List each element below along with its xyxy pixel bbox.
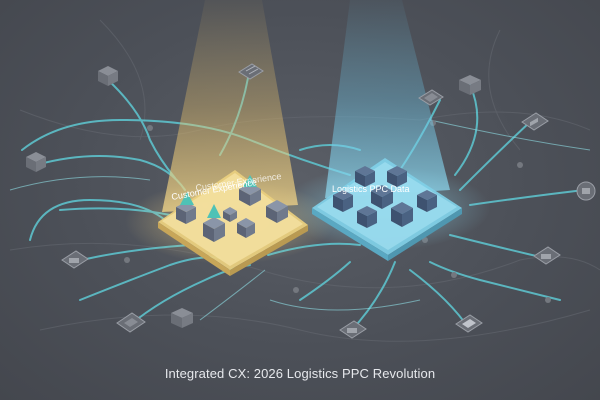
box-icon	[459, 75, 481, 95]
network-lines-thin	[9, 119, 591, 321]
truck-icon	[533, 246, 561, 265]
laptop-icon	[521, 112, 549, 131]
block-cube	[387, 166, 407, 187]
right-light-beam	[325, 0, 450, 198]
block-cube	[355, 166, 375, 187]
left-light-beam	[162, 0, 298, 212]
box-icon	[171, 308, 193, 328]
block-cube	[371, 185, 393, 209]
block-cube	[391, 202, 413, 227]
illustration-caption: Integrated CX: 2026 Logistics PPC Revolu…	[164, 366, 436, 381]
block-cube	[266, 200, 288, 223]
truck-icon	[61, 250, 89, 269]
pyramid-marker	[180, 192, 194, 205]
monitor-icon	[576, 181, 596, 201]
truck-icon	[339, 320, 367, 339]
laptop-icon	[116, 312, 146, 333]
right-data-blocks	[333, 166, 437, 228]
block-cube	[223, 207, 237, 222]
block-cube	[333, 190, 353, 212]
block-cube	[237, 218, 255, 238]
right-platform-label: Logistics PPC Data	[332, 184, 410, 194]
document-icon	[238, 63, 264, 80]
left-data-blocks	[176, 175, 288, 242]
pyramid-marker	[243, 175, 257, 187]
block-cube	[417, 190, 437, 212]
monitor-icon	[418, 89, 444, 106]
tablet-icon	[455, 314, 483, 333]
block-cube	[203, 217, 225, 242]
block-cube	[357, 206, 377, 228]
server-icon	[26, 152, 46, 172]
server-icon	[98, 66, 118, 86]
pyramid-marker	[207, 204, 221, 218]
